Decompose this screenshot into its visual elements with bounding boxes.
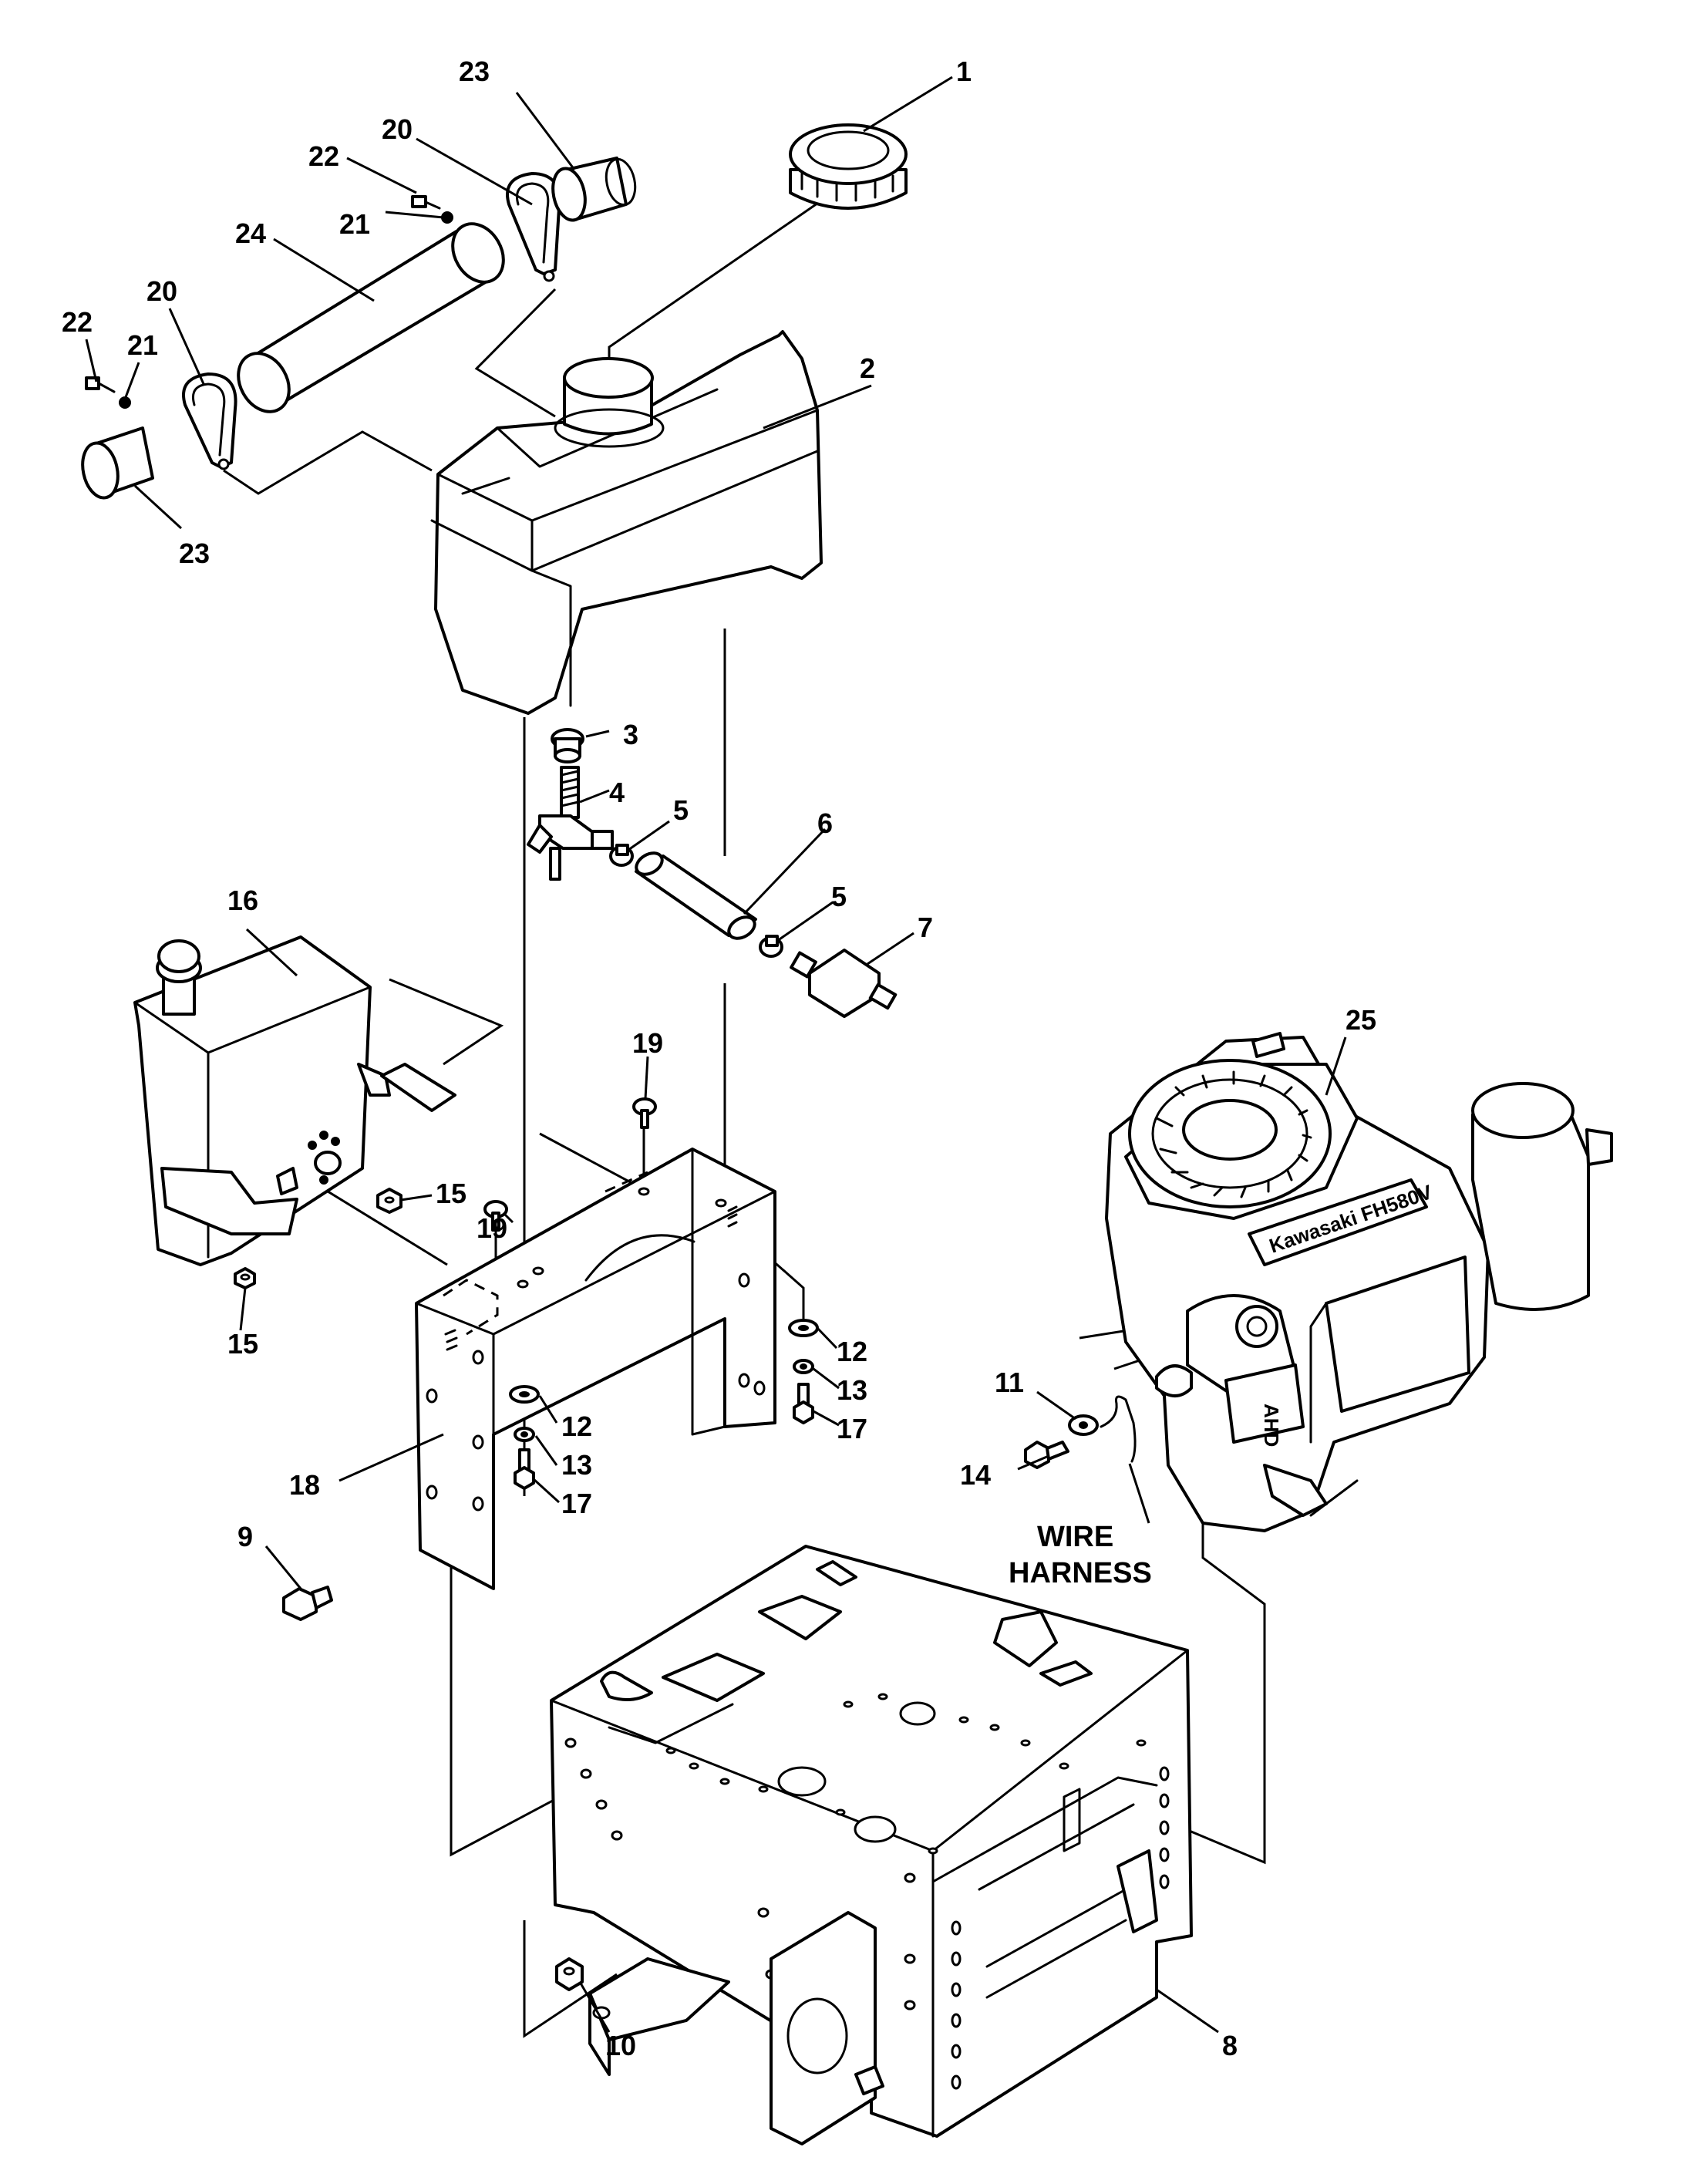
fuel-shutoff-valve — [527, 766, 614, 881]
flat-washer-left — [509, 1385, 540, 1404]
bracket-bolt — [282, 1586, 333, 1621]
callout-22-lower: 22 — [62, 306, 93, 338]
leader-lines — [85, 76, 1347, 2034]
callout-18: 18 — [289, 1469, 320, 1501]
callout-4: 4 — [609, 777, 625, 808]
callout-14: 14 — [960, 1459, 991, 1491]
wire-harness-label-line1: WIRE — [1037, 1521, 1113, 1553]
callout-17-left: 17 — [561, 1488, 592, 1519]
callout-17-right: 17 — [837, 1413, 867, 1444]
flat-washer-right — [788, 1319, 819, 1337]
fuel-line — [635, 851, 757, 940]
callout-16: 16 — [227, 885, 258, 916]
callout-10: 10 — [605, 2030, 636, 2061]
callout-23-lower: 23 — [179, 538, 210, 569]
flange-nut-upper — [376, 1188, 402, 1214]
lock-washer-left — [514, 1427, 535, 1442]
engine: Kawasaki FH580V AHD — [1105, 1032, 1613, 1532]
fuel-filter — [790, 949, 898, 1018]
callout-19-lower: 19 — [477, 1212, 507, 1244]
callout-21-lower: 21 — [127, 329, 158, 361]
screw-left-clamp — [85, 376, 116, 393]
harness-washer — [1068, 1414, 1099, 1436]
bolt-left — [514, 1448, 535, 1490]
callout-6: 6 — [817, 807, 833, 839]
lock-washer-left-clamp — [119, 396, 131, 409]
tank-bushing — [551, 728, 584, 763]
frame-nut — [555, 1957, 584, 1991]
engine-decal-text: AHD — [1260, 1404, 1283, 1447]
carriage-bolt-upper — [632, 1097, 657, 1129]
hose-clamp-upper — [609, 844, 634, 867]
callout-15-lower: 15 — [227, 1328, 258, 1360]
end-cap-left — [81, 426, 154, 500]
wire-harness-terminal — [1100, 1395, 1137, 1463]
callout-20-lower: 20 — [147, 275, 177, 307]
wire-harness-note: WIRE HARNESS — [1009, 1521, 1152, 1589]
callout-20-upper: 20 — [382, 113, 413, 145]
screw-right-clamp — [411, 195, 441, 210]
callout-7: 7 — [918, 912, 933, 943]
lock-washer-right — [793, 1359, 814, 1374]
air-intake-tube — [237, 222, 505, 413]
lock-washer-right-clamp — [441, 211, 453, 224]
fuel-cap — [789, 123, 908, 210]
callout-12-right: 12 — [837, 1336, 867, 1367]
callout-15-upper: 15 — [436, 1178, 466, 1209]
bolt-right — [793, 1383, 814, 1424]
flange-nut-lower — [234, 1267, 256, 1289]
callout-1: 1 — [956, 56, 972, 87]
callout-9: 9 — [237, 1521, 253, 1552]
callout-labels: 1 2 3 4 5 6 5 7 25 16 19 15 19 15 12 13 … — [62, 56, 1376, 2061]
callout-5-upper: 5 — [673, 794, 689, 826]
callout-13-left: 13 — [561, 1449, 592, 1481]
callout-21-upper: 21 — [339, 208, 370, 240]
carriage-bolt-lower — [483, 1200, 508, 1232]
callout-3: 3 — [623, 719, 638, 750]
callout-22-upper: 22 — [308, 140, 339, 172]
callout-8: 8 — [1222, 2030, 1238, 2061]
callout-25: 25 — [1346, 1004, 1376, 1036]
fuel-tank — [430, 330, 823, 715]
engine-bracket — [415, 1148, 776, 1590]
callout-23-upper: 23 — [459, 56, 490, 87]
end-cap-right — [551, 157, 637, 222]
callout-24: 24 — [235, 217, 266, 249]
tube-clamp-left — [182, 372, 237, 470]
harness-bolt — [1024, 1441, 1069, 1469]
callout-11: 11 — [995, 1367, 1024, 1398]
callout-5-lower: 5 — [831, 881, 847, 912]
callout-2: 2 — [860, 352, 875, 384]
chassis-frame — [550, 1545, 1193, 2145]
muffler — [133, 935, 456, 1266]
wire-harness-label-line2: HARNESS — [1009, 1557, 1152, 1589]
callout-13-right: 13 — [837, 1374, 867, 1406]
callout-12-left: 12 — [561, 1410, 592, 1442]
callout-19-upper: 19 — [632, 1027, 663, 1059]
hose-clamp-lower — [759, 935, 783, 958]
